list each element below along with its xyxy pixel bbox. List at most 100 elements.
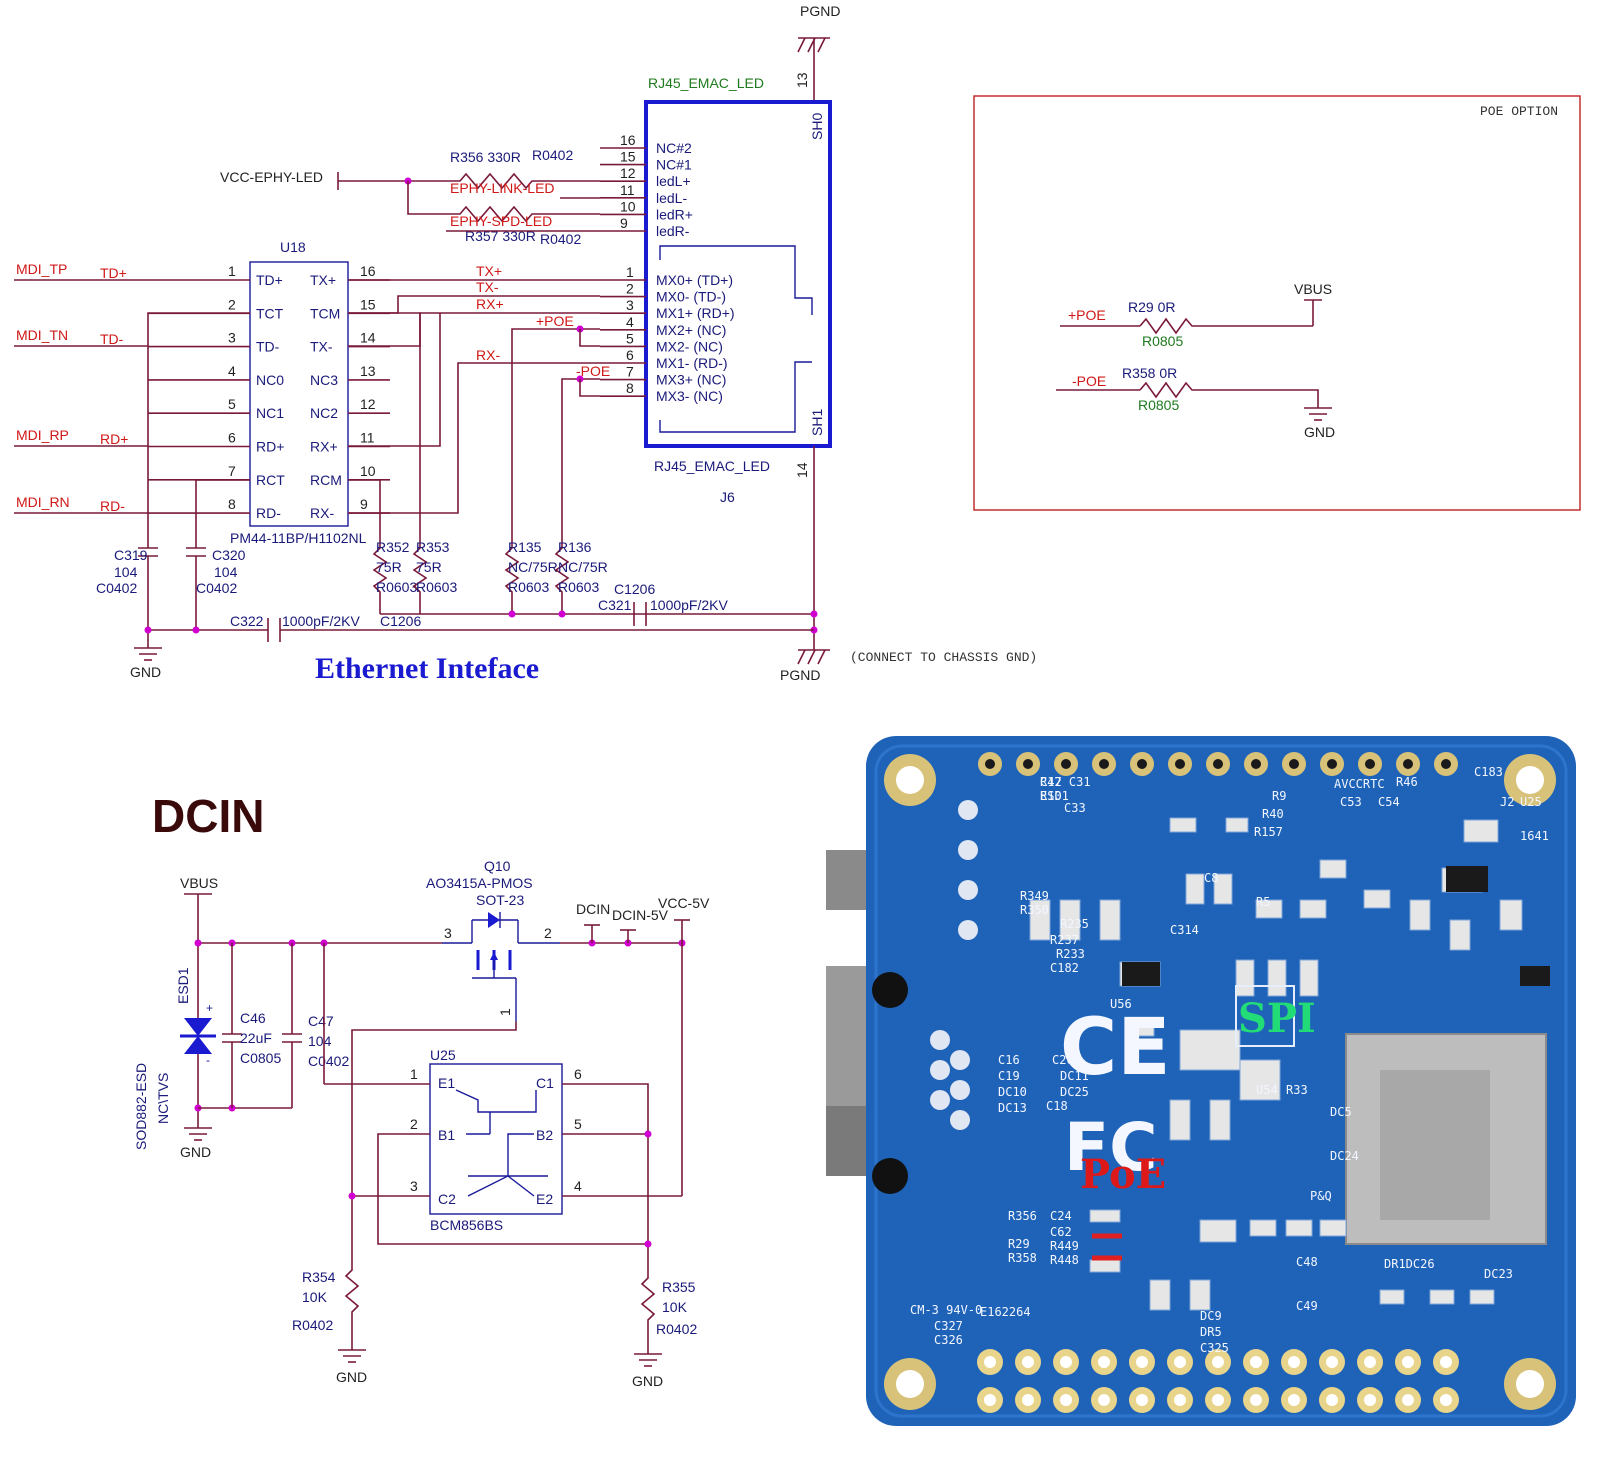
poe-option-title: POE OPTION <box>1480 104 1558 119</box>
smd-component <box>1255 899 1283 919</box>
j6-mx-pin-name: MX2- (NC) <box>656 338 723 354</box>
silkscreen-label: R40 <box>1262 807 1284 821</box>
smd-component <box>1409 899 1431 931</box>
silkscreen-label: C54 <box>1378 795 1400 809</box>
poe-label: PoE <box>1080 1151 1166 1198</box>
r29-ref: R29 0R <box>1128 299 1175 315</box>
c320-pkg: C0402 <box>196 580 237 596</box>
j6-led-pin-number: 15 <box>620 149 636 165</box>
j6-name-top: RJ45_EMAC_LED <box>648 75 764 91</box>
c47-ref: C47 <box>308 1013 334 1029</box>
board-via <box>958 840 978 860</box>
silkscreen-label: C8 <box>1204 871 1218 885</box>
fcc-logo: FC <box>1064 1109 1158 1186</box>
j6-mx-pin-name: MX0- (TD-) <box>656 289 726 305</box>
net-ephy-spd-led: EPHY-SPD-LED <box>450 213 552 229</box>
smd-component <box>1235 959 1255 997</box>
j6-mx-pin-number: 6 <box>626 347 634 363</box>
silkscreen-label: R233 <box>1056 947 1085 961</box>
u18-left-pin-name: RD- <box>256 505 281 521</box>
silkscreen-label: DC24 <box>1330 1149 1359 1163</box>
j6-sh1: SH1 <box>809 409 825 436</box>
board-ethernet-jack <box>826 966 870 1106</box>
termination-resistor-ref: R353 <box>416 539 450 555</box>
net-rx-minus: RX- <box>476 347 500 363</box>
smd-component <box>1285 1219 1313 1237</box>
u18-right-pin-number: 9 <box>360 496 368 512</box>
silkscreen-label: R29 <box>1008 1237 1030 1251</box>
silkscreen-label: R5 <box>1256 895 1270 909</box>
silkscreen-label: DC25 <box>1060 1085 1089 1099</box>
c319-pkg: C0402 <box>96 580 137 596</box>
u18-right-pin-number: 15 <box>360 296 376 312</box>
board-connector-left-top <box>826 850 870 910</box>
poe-gnd-label: GND <box>1304 424 1335 440</box>
net-tx-plus: TX+ <box>476 263 502 279</box>
j6-mx-pin-name: MX2+ (NC) <box>656 322 726 338</box>
pgnd-bottom-label: PGND <box>780 667 820 683</box>
net-rx-plus: RX+ <box>476 296 504 312</box>
smd-component <box>1319 1219 1347 1237</box>
u18-left-pin-name: TCT <box>256 305 284 321</box>
r356-resistor <box>450 172 560 190</box>
dcin-vbus-label: VBUS <box>180 875 218 891</box>
u25-e1: E1 <box>438 1075 455 1091</box>
silkscreen-label: DC11 <box>1060 1069 1089 1083</box>
gnd-label-eth: GND <box>130 664 161 680</box>
c319-val: 104 <box>114 564 138 580</box>
u18-left-pin-name: NC1 <box>256 405 284 421</box>
pgnd-bottom-symbol <box>797 649 830 665</box>
smd-component <box>1185 873 1205 905</box>
u18-right-pin-name: RCM <box>310 472 342 488</box>
r358-ref: R358 0R <box>1122 365 1177 381</box>
u18-right-pin-number: 11 <box>360 430 375 446</box>
pgnd-top-label: PGND <box>800 3 840 19</box>
r356-ref: R356 330R <box>450 149 521 165</box>
r357-resistor <box>450 205 560 223</box>
board-via <box>958 800 978 820</box>
u25-right-pin-number: 4 <box>574 1178 582 1194</box>
c319-ref: C319 <box>114 547 148 563</box>
u18-right-pin-name: RX+ <box>310 439 338 455</box>
q10-part: AO3415A-PMOS <box>426 875 533 891</box>
pgnd-top-symbol <box>797 37 830 100</box>
smd-component <box>1449 919 1471 951</box>
esd1-val: NC\TVS <box>155 1073 171 1124</box>
c321-pkg: C1206 <box>614 581 655 597</box>
j6-sh0: SH0 <box>809 113 825 140</box>
j6-led-pin-name: ledR- <box>656 223 690 239</box>
c320-val: 104 <box>214 564 238 580</box>
j6-mx-pin-name: MX3- (NC) <box>656 388 723 404</box>
smd-component <box>1249 1219 1277 1237</box>
j6-led-pin-number: 12 <box>620 165 636 181</box>
termination-resistor-value: NC/75R <box>558 559 608 575</box>
r354-resistor <box>344 1204 360 1350</box>
termination-resistor-value: 75R <box>416 559 442 575</box>
u25-c1: C1 <box>536 1075 554 1091</box>
spi-label: SPI <box>1238 995 1316 1042</box>
smd-components <box>1029 817 1550 1311</box>
r354-ref: R354 <box>302 1269 336 1285</box>
smd-component <box>1089 1259 1121 1273</box>
mdi-net-signal: RD+ <box>100 431 128 447</box>
net-tx-minus: TX- <box>476 279 499 295</box>
esd1-diode: + - <box>180 1001 216 1067</box>
gnd-symbol-eth <box>134 647 162 661</box>
smd-component <box>1225 817 1249 833</box>
u18-left-pin-name: RD+ <box>256 439 284 455</box>
r355-val: 10K <box>662 1299 688 1315</box>
u18-right-pin-name: NC2 <box>310 405 338 421</box>
j6-inner-outline-bottom <box>659 361 812 433</box>
silkscreen-label: C53 <box>1340 795 1362 809</box>
dcin-gnd-right-symbol <box>634 1353 662 1367</box>
signal-wires <box>348 279 600 530</box>
j6-mx-pin-number: 7 <box>626 364 634 380</box>
dcin-title: DCIN <box>152 790 264 842</box>
u18-left-pin-name: NC0 <box>256 372 284 388</box>
r29-resistor <box>1139 317 1313 335</box>
poe-option-box <box>973 95 1581 511</box>
board-via <box>950 1110 970 1130</box>
u18-left-pin-name: TD- <box>256 339 280 355</box>
